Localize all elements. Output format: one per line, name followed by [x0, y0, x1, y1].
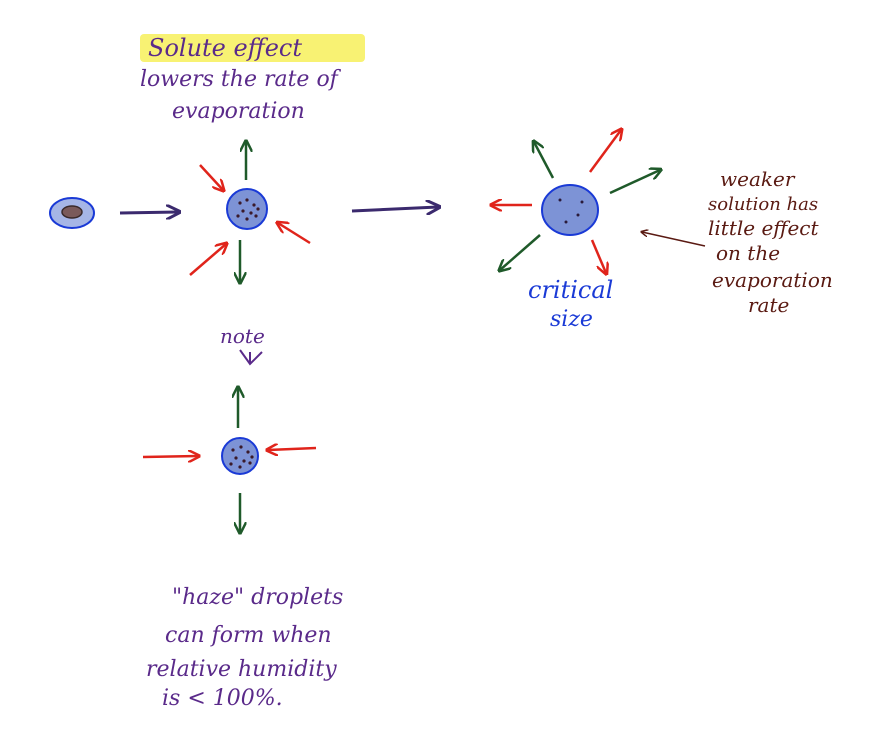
- growth-arrow-2: [351, 207, 438, 211]
- solute-effect-line2: evaporation: [172, 99, 305, 124]
- weaker-note-line4: on the: [716, 241, 780, 265]
- critical-droplet: [541, 184, 599, 236]
- crit-arrow-lower-right: [590, 239, 606, 273]
- critical-label-line2: size: [550, 307, 593, 332]
- haze-cond-arrow-left: [142, 456, 198, 457]
- crit-arrow-upper-left: [534, 142, 555, 179]
- solute-effect-line1: lowers the rate of: [140, 67, 342, 92]
- weaker-note-line5: evaporation: [712, 268, 833, 292]
- cond-arrow-lower-left: [189, 244, 226, 276]
- haze-cond-arrow-right: [268, 448, 317, 450]
- crit-arrow-lower-left: [500, 234, 541, 270]
- crit-arrow-upper-right: [588, 130, 621, 173]
- haze-note-line1: "haze" droplets: [172, 585, 343, 610]
- cond-arrow-lower-right: [278, 223, 311, 245]
- haze-droplet-dots: [229, 445, 254, 469]
- note-label: note: [220, 324, 265, 348]
- weaker-note-line3: little effect: [708, 216, 820, 240]
- weaker-note-line2: solution has: [708, 194, 818, 215]
- growth-arrow-1: [119, 212, 178, 213]
- haze-note-line3: relative humidity: [146, 657, 337, 682]
- note-down-arrow-icon: [239, 349, 263, 366]
- critical-label-line1: critical: [528, 276, 613, 304]
- weaker-note-line6: rate: [748, 293, 789, 317]
- solute-droplet: [226, 188, 268, 230]
- small-droplet-nucleus: [61, 205, 83, 219]
- haze-note-line4: is < 100%.: [162, 686, 283, 711]
- crit-arrow-right: [609, 170, 660, 195]
- heading-highlight: [140, 34, 365, 62]
- weaker-note-line1: weaker: [720, 167, 796, 191]
- solute-effect-heading: Solute effect: [148, 34, 302, 62]
- cond-arrow-upper-left: [199, 164, 223, 190]
- haze-note-line2: can form when: [165, 623, 332, 648]
- weaker-pointer-arrow: [642, 232, 706, 247]
- solute-droplet-dots: [236, 198, 260, 221]
- critical-droplet-dots: [558, 198, 584, 224]
